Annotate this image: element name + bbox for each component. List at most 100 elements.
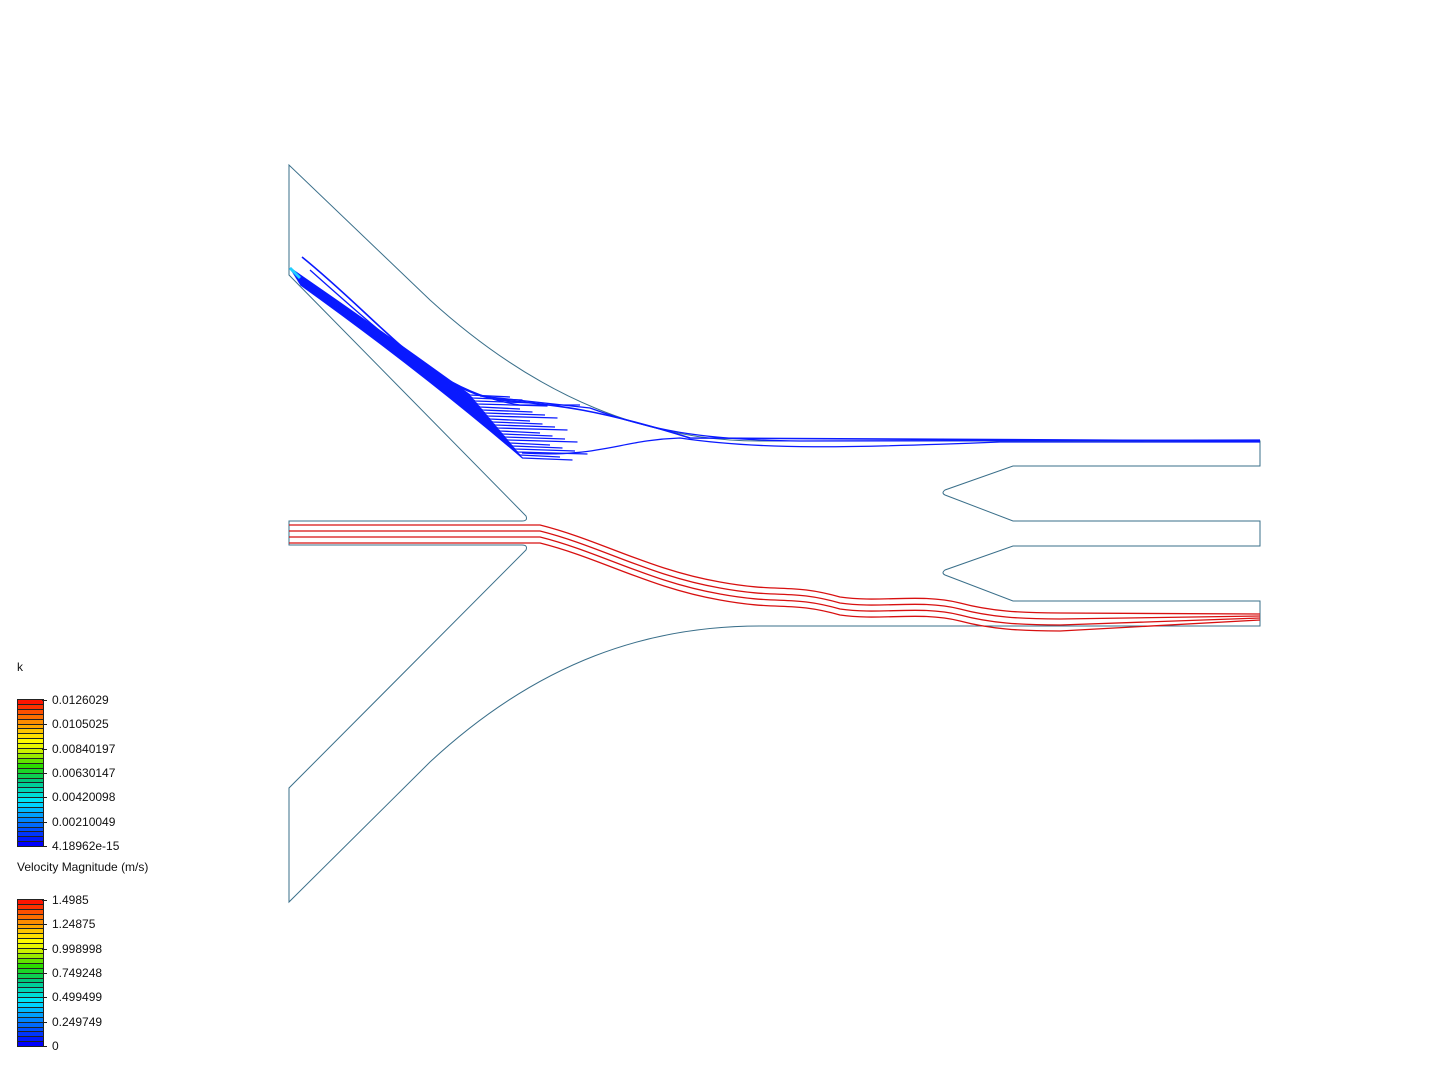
legend-tick bbox=[42, 900, 47, 901]
color-band bbox=[18, 998, 43, 1004]
color-band bbox=[18, 973, 43, 979]
color-band bbox=[18, 1027, 43, 1033]
color-band bbox=[18, 700, 43, 705]
color-band bbox=[18, 807, 43, 813]
color-band bbox=[18, 793, 43, 799]
color-band bbox=[18, 753, 43, 759]
legend-tick bbox=[42, 948, 47, 950]
color-band bbox=[18, 983, 43, 989]
streamline bbox=[289, 267, 511, 398]
color-band bbox=[18, 993, 43, 999]
color-band bbox=[18, 704, 43, 710]
legend-tick-label: 0.0105025 bbox=[52, 717, 109, 732]
legend-tick bbox=[42, 973, 47, 974]
streamline bbox=[309, 269, 580, 406]
color-band bbox=[18, 758, 43, 764]
color-band bbox=[18, 739, 43, 745]
streamline bbox=[289, 536, 1261, 626]
color-band bbox=[18, 788, 43, 794]
legend-tick bbox=[42, 724, 47, 726]
color-band bbox=[18, 773, 43, 779]
legend-tick-label: 0.499499 bbox=[52, 990, 103, 1005]
color-band bbox=[18, 949, 43, 954]
color-band bbox=[18, 988, 43, 994]
legend-tick-label: 0.249749 bbox=[52, 1014, 103, 1029]
legend-tick bbox=[42, 821, 47, 823]
streamline bbox=[289, 530, 1261, 620]
velocity-legend-title: Velocity Magnitude (m/s) bbox=[17, 860, 149, 874]
color-band bbox=[18, 1022, 43, 1028]
color-band bbox=[18, 832, 43, 838]
color-band bbox=[18, 724, 43, 730]
streamline bbox=[291, 270, 521, 410]
streamline bbox=[479, 395, 1261, 442]
legend-tick bbox=[42, 846, 47, 847]
color-band bbox=[18, 904, 43, 910]
legend-tick-label: 0.00630147 bbox=[52, 766, 116, 780]
streamline bbox=[292, 271, 533, 413]
color-band bbox=[18, 1003, 43, 1008]
legend-tick-label: 0.749248 bbox=[52, 966, 103, 980]
color-band bbox=[18, 812, 43, 818]
legend-tick bbox=[42, 997, 47, 999]
streamline bbox=[301, 256, 1261, 442]
legend-tick bbox=[42, 748, 47, 750]
color-band bbox=[18, 827, 43, 833]
color-band bbox=[18, 978, 43, 984]
k-legend-title: k bbox=[17, 660, 23, 674]
legend-tick-label: 1.4985 bbox=[52, 893, 89, 907]
k-color-bar bbox=[17, 699, 44, 847]
color-band bbox=[18, 749, 43, 754]
color-band bbox=[18, 944, 43, 950]
streamline bbox=[291, 269, 548, 407]
streamline bbox=[521, 437, 1260, 455]
color-band bbox=[18, 719, 43, 725]
color-band bbox=[18, 837, 43, 843]
k-streamlines bbox=[289, 256, 1261, 461]
streamline bbox=[289, 524, 1261, 615]
color-band bbox=[18, 1017, 43, 1023]
legend-tick-label: 0.00210049 bbox=[52, 814, 116, 829]
streamline bbox=[290, 269, 536, 404]
color-band bbox=[18, 1042, 43, 1047]
color-band bbox=[18, 963, 43, 969]
color-band bbox=[18, 842, 43, 847]
k-streamline-cyan-start bbox=[288, 266, 302, 280]
color-band bbox=[18, 929, 43, 935]
color-band bbox=[18, 900, 43, 905]
color-band bbox=[18, 709, 43, 715]
color-band bbox=[18, 768, 43, 774]
color-band bbox=[18, 783, 43, 789]
color-band bbox=[18, 968, 43, 974]
legend-tick-label: 0.00840197 bbox=[52, 741, 116, 756]
legend-tick-label: 0 bbox=[52, 1039, 59, 1053]
color-band bbox=[18, 729, 43, 735]
legend-tick bbox=[42, 924, 47, 926]
color-band bbox=[18, 1032, 43, 1038]
color-band bbox=[18, 714, 43, 720]
legend-tick-label: 1.24875 bbox=[52, 917, 96, 932]
color-band bbox=[18, 1037, 43, 1043]
legend-tick-label: 4.18962e-15 bbox=[52, 839, 120, 853]
streamline bbox=[290, 268, 523, 401]
color-band bbox=[18, 909, 43, 915]
legend-tick bbox=[42, 700, 47, 701]
color-band bbox=[18, 919, 43, 925]
velocity-color-bar bbox=[17, 899, 44, 1047]
color-band bbox=[18, 822, 43, 828]
color-band bbox=[18, 924, 43, 930]
legend-tick bbox=[42, 797, 47, 799]
color-band bbox=[18, 939, 43, 945]
color-band bbox=[18, 763, 43, 769]
legend-tick bbox=[42, 773, 47, 774]
color-band bbox=[18, 934, 43, 940]
color-band bbox=[18, 817, 43, 823]
streamline bbox=[292, 272, 546, 416]
color-band bbox=[18, 1007, 43, 1013]
color-band bbox=[18, 798, 43, 804]
legend-tick-label: 0.0126029 bbox=[52, 693, 109, 707]
color-band bbox=[18, 778, 43, 784]
color-band bbox=[18, 958, 43, 964]
color-band bbox=[18, 1012, 43, 1018]
